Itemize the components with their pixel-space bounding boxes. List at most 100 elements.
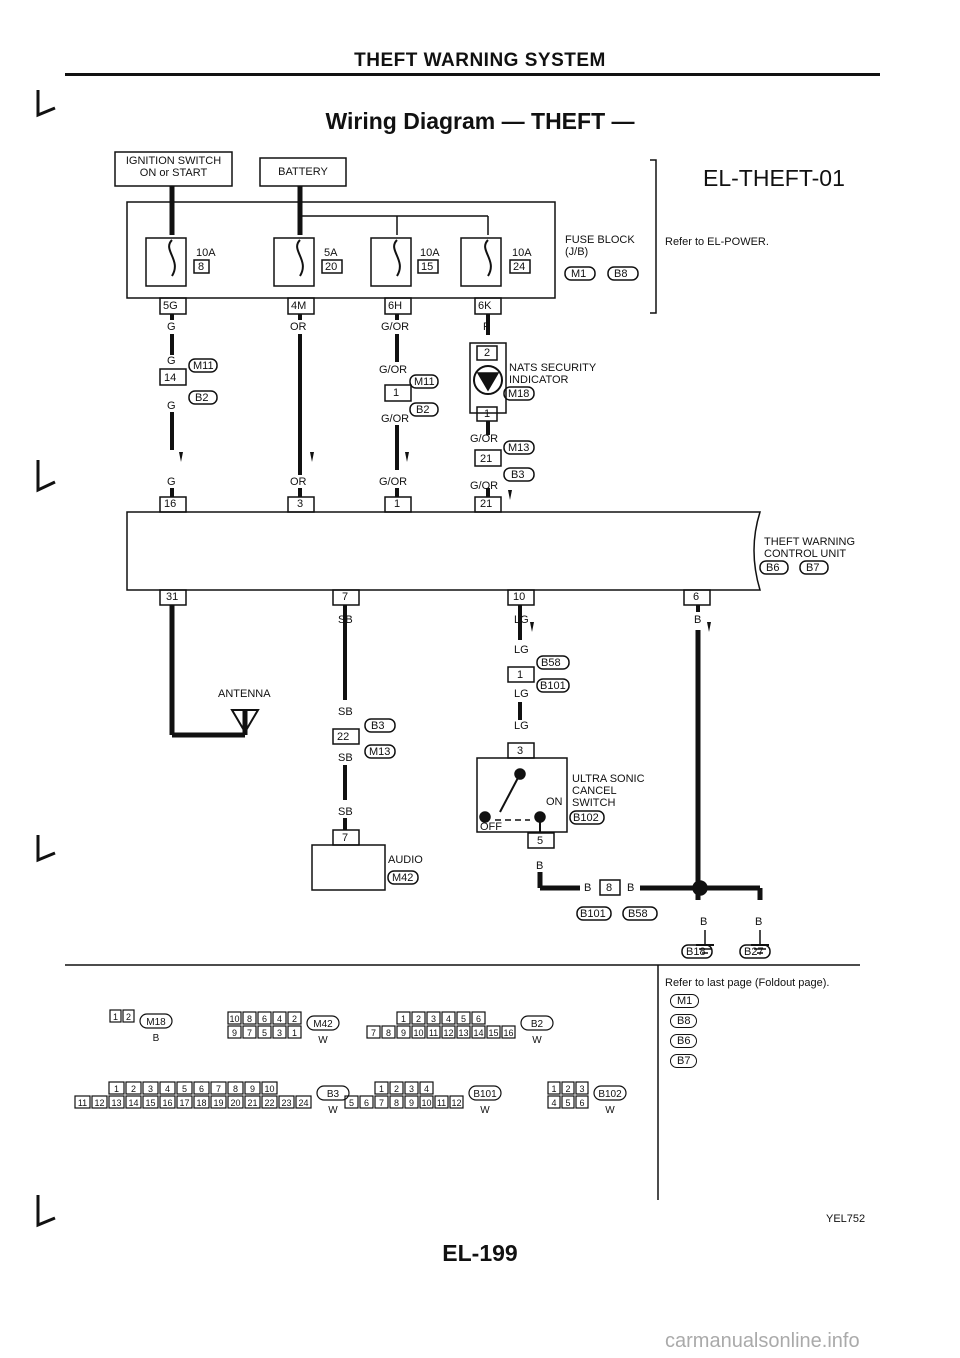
connector-id: B2 [531, 1019, 544, 1030]
ground-b27: B27 [744, 946, 764, 958]
connector-pin: 11 [78, 1098, 87, 1108]
connector-pin: 5 [262, 1028, 267, 1038]
diagram-subtitle: Wiring Diagram — THEFT — [325, 108, 635, 134]
connector-pin: 20 [230, 1098, 240, 1108]
connector-color: W [480, 1105, 490, 1116]
connector-pin: 4 [165, 1084, 170, 1094]
connector-pin: 2 [131, 1084, 136, 1094]
connector-pin: 15 [145, 1098, 155, 1108]
connector-pin: 14 [473, 1028, 483, 1038]
connector-color: B [153, 1033, 160, 1044]
conn-ref-b3: B3 [511, 469, 525, 481]
conn-ref-m13: M13 [369, 746, 391, 758]
wire-color: G [167, 321, 176, 333]
pin-label: 22 [337, 731, 350, 743]
connector-pin: 13 [458, 1028, 468, 1038]
connector-pin: 4 [424, 1084, 429, 1094]
connector-pin: 6 [579, 1098, 584, 1108]
connector-pin: 2 [394, 1084, 399, 1094]
conn-ref-m42: M42 [392, 872, 414, 884]
wire-color: B [536, 860, 544, 872]
ignition-switch-label: IGNITION SWITCH ON or START [125, 155, 222, 179]
connector-pin: 6 [262, 1014, 267, 1024]
connector-color: W [318, 1035, 328, 1046]
conn-ref-b58: B58 [628, 908, 648, 920]
connector-pin: 18 [196, 1098, 206, 1108]
connector-pin: 19 [213, 1098, 223, 1108]
foldout-ref-b7: B7 [670, 1054, 698, 1068]
wire-color: LG [514, 688, 529, 700]
pin-label: 4M [291, 300, 307, 312]
fuse-number: 24 [513, 261, 526, 273]
pin-label: 5 [537, 835, 544, 847]
conn-ref-b3: B3 [371, 720, 385, 732]
pin-label: 3 [517, 745, 524, 757]
wire-color: OR [290, 321, 307, 333]
connector-color: W [605, 1105, 615, 1116]
pin-label: 16 [164, 498, 177, 510]
conn-ref-b2: B2 [195, 392, 209, 404]
conn-ref-m11: M11 [414, 376, 435, 388]
pin-label: 1 [484, 408, 491, 420]
pin-label: 6H [388, 300, 403, 312]
pin-label: 6 [693, 591, 700, 603]
fuse-number: 15 [421, 261, 434, 273]
switch-off-label: OFF [480, 821, 502, 833]
ultrasonic-label: ULTRA SONIC CANCEL SWITCH [572, 773, 645, 809]
pin-label: 10 [513, 591, 526, 603]
antenna-label: ANTENNA [218, 688, 271, 700]
margin-mark [36, 90, 56, 118]
connector-pin: 1 [401, 1014, 406, 1024]
pin-label: 3 [297, 498, 304, 510]
connector-pin: 11 [429, 1028, 438, 1038]
nats-label: NATS SECURITY INDICATOR [509, 362, 597, 386]
connector-pin: 15 [488, 1028, 498, 1038]
pin-label: 1 [393, 387, 400, 399]
connector-id: M42 [313, 1019, 333, 1030]
control-unit-label: THEFT WARNING CONTROL UNIT [764, 536, 856, 560]
conn-ref-m11: M11 [193, 360, 214, 372]
connector-pin: 3 [409, 1084, 414, 1094]
wire-color: OR [290, 476, 307, 488]
connector-pin: 6 [364, 1098, 369, 1108]
connector-pin: 24 [298, 1098, 308, 1108]
connector-pin: 11 [437, 1098, 446, 1108]
foldout-ref-m1: M1 [670, 994, 700, 1008]
connector-pin: 3 [277, 1028, 282, 1038]
connector-pin: 4 [277, 1014, 282, 1024]
connector-pin: 17 [179, 1098, 189, 1108]
wire-color: G/OR [381, 321, 410, 333]
wire-color: G/OR [470, 480, 499, 492]
figure-ref-code: YEL752 [826, 1213, 866, 1225]
connector-pin: 10 [413, 1028, 423, 1038]
wire-color: G/OR [379, 476, 408, 488]
connector-pin: 8 [394, 1098, 399, 1108]
wire-color: P [483, 321, 491, 333]
connector-pin: 22 [264, 1098, 274, 1108]
connector-pin: 1 [113, 1012, 118, 1022]
wire-color: SB [338, 752, 353, 764]
wire-color: G [167, 355, 176, 367]
connector-pin: 10 [229, 1014, 239, 1024]
pin-label: 2 [484, 347, 491, 359]
connector-pin: 9 [409, 1098, 414, 1108]
connector-pin: 3 [579, 1084, 584, 1094]
conn-ref-b7: B7 [806, 562, 820, 574]
conn-ref-b6: B6 [766, 562, 780, 574]
refer-power-text: Refer to EL-POWER. [665, 236, 769, 248]
wire-color: B [584, 882, 592, 894]
connector-pin: 16 [162, 1098, 172, 1108]
wire-color: B [694, 614, 702, 626]
connector-pin: 5 [182, 1084, 187, 1094]
connector-pin: 9 [232, 1028, 237, 1038]
wire-color: B [755, 916, 763, 928]
conn-ref-m1: M1 [571, 268, 587, 280]
connector-pin: 9 [250, 1084, 255, 1094]
wire-color: G/OR [470, 433, 499, 445]
page-number: EL-199 [442, 1240, 518, 1266]
